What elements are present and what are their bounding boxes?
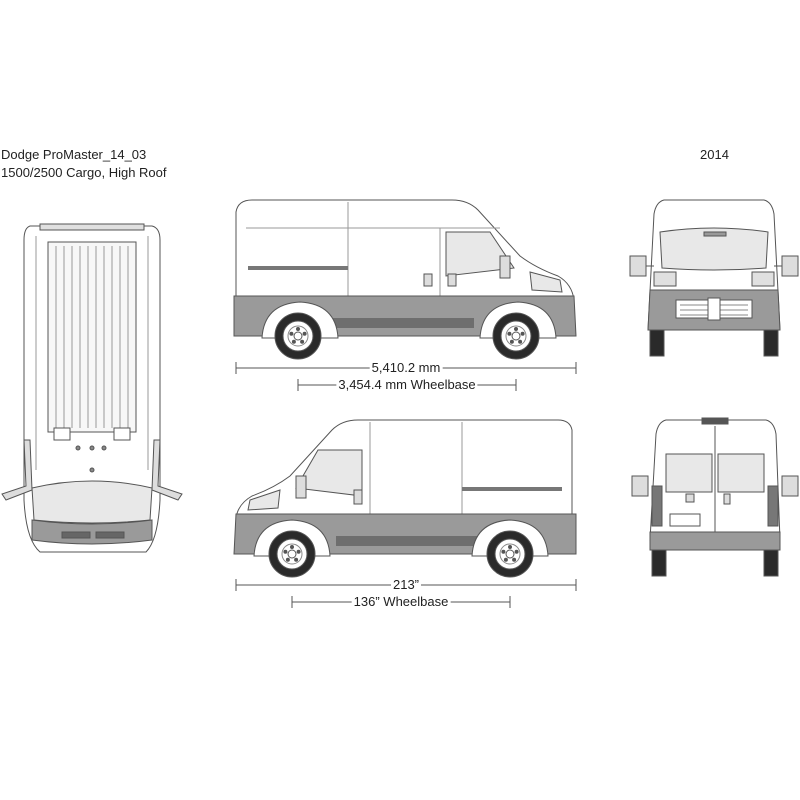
vehicle-variant-subtitle: 1500/2500 Cargo, High Roof	[1, 165, 167, 180]
rear-view	[631, 417, 799, 577]
side-view-driver	[233, 419, 577, 578]
wheelbase-metric: 3,454.4 mm Wheelbase	[336, 377, 478, 392]
vehicle-model-title: Dodge ProMaster_14_03	[1, 147, 147, 162]
model-year-label: 2014	[700, 147, 729, 162]
front-view	[629, 199, 799, 357]
overall-length-metric: 5,410.2 mm	[369, 360, 443, 375]
top-view	[1, 223, 183, 553]
wheelbase-imperial: 136” Wheelbase	[351, 594, 451, 609]
overall-length-imperial: 213”	[390, 577, 422, 592]
side-view-passenger	[233, 199, 577, 360]
